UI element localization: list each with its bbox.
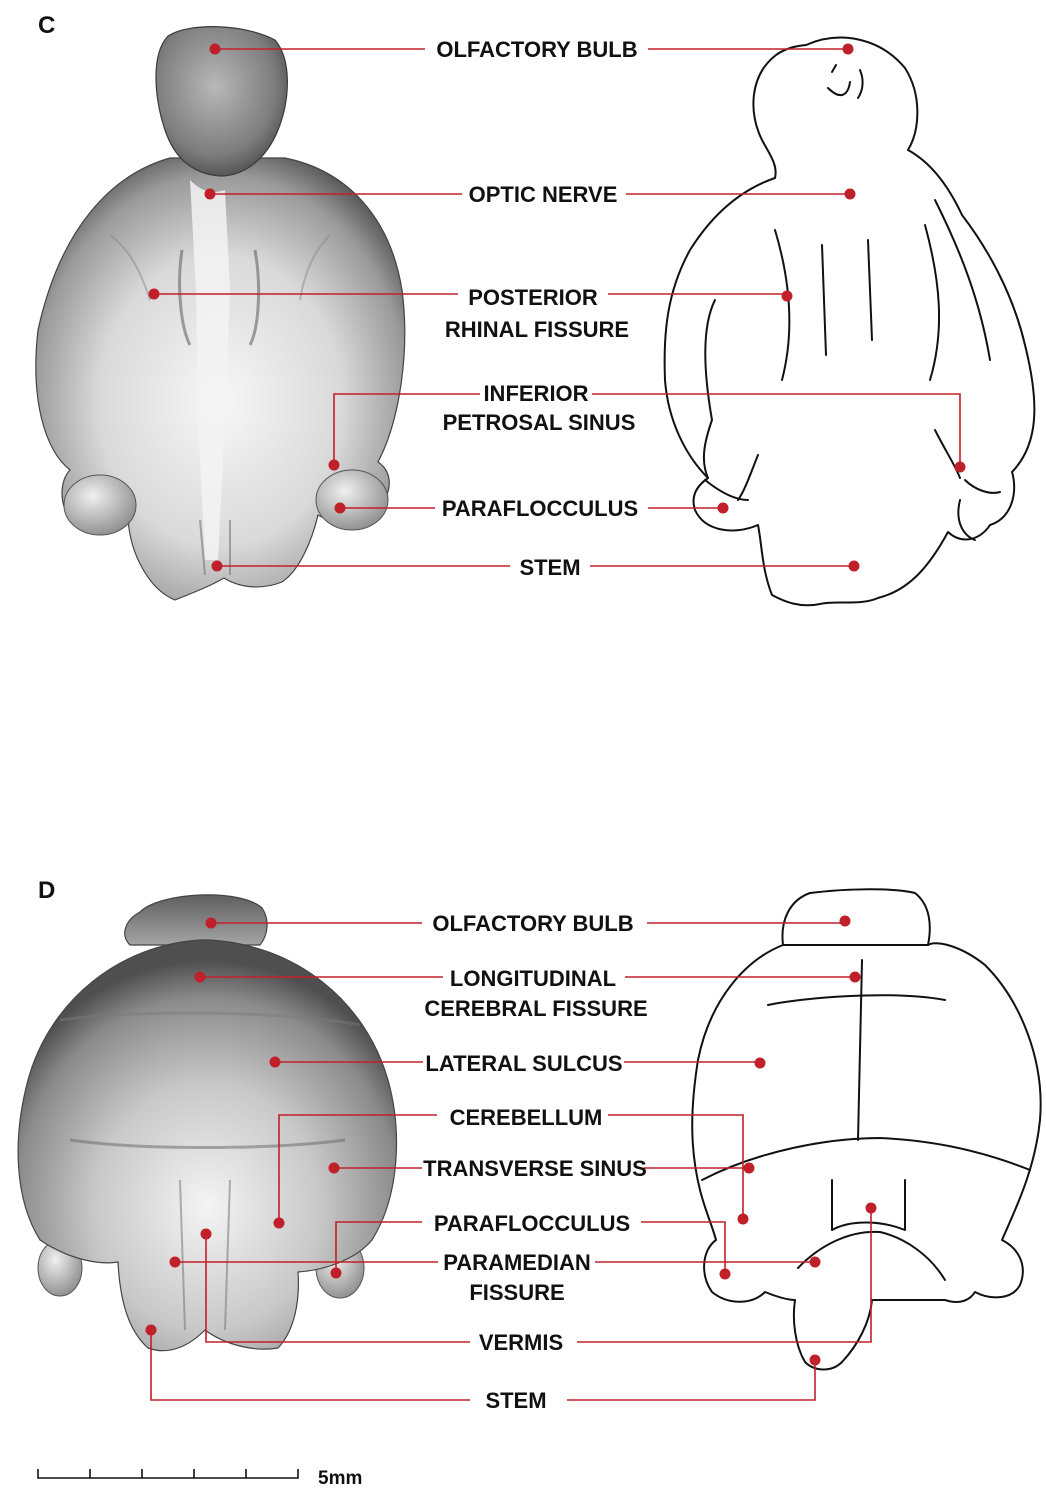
label-cerebellum: CEREBELLUM <box>450 1105 603 1130</box>
panel-c: C <box>36 12 1035 605</box>
panel-c-letter: C <box>38 12 55 39</box>
label-olfactory-bulb-d: OLFACTORY BULB <box>432 911 633 936</box>
label-paramedian-fissure-line1: PARAMEDIAN <box>443 1250 590 1275</box>
label-olfactory-bulb-c: OLFACTORY BULB <box>436 37 637 62</box>
label-longitudinal-cerebral-fissure-line2: CEREBRAL FISSURE <box>424 996 647 1021</box>
label-paramedian-fissure-line2: FISSURE <box>469 1280 564 1305</box>
label-posterior-rhinal-fissure-line1: POSTERIOR <box>468 285 598 310</box>
label-paraflocculus-d: PARAFLOCCULUS <box>434 1211 630 1236</box>
label-posterior-rhinal-fissure-line2: RHINAL FISSURE <box>445 317 629 342</box>
label-lateral-sulcus: LATERAL SULCUS <box>425 1051 622 1076</box>
label-inferior-petrosal-sinus-line1: INFERIOR <box>483 381 588 406</box>
panel-d-letter: D <box>38 877 55 904</box>
label-vermis: VERMIS <box>479 1330 563 1355</box>
label-paraflocculus-c: PARAFLOCCULUS <box>442 496 638 521</box>
label-longitudinal-cerebral-fissure-line1: LONGITUDINAL <box>450 966 616 991</box>
label-transverse-sinus: TRANSVERSE SINUS <box>423 1156 647 1181</box>
panel-d: D <box>18 877 1041 1413</box>
panel-c-rendered-brain <box>36 27 405 600</box>
label-stem-d: STEM <box>485 1388 546 1413</box>
scale-bar-label: 5mm <box>318 1468 362 1489</box>
scale-bar: 5mm <box>38 1468 362 1489</box>
label-inferior-petrosal-sinus-line2: PETROSAL SINUS <box>443 410 636 435</box>
panel-d-rendered-brain <box>18 895 396 1351</box>
label-optic-nerve-c: OPTIC NERVE <box>469 182 618 207</box>
panel-c-outline-drawing <box>665 38 1035 606</box>
panel-d-outline-drawing <box>692 889 1040 1369</box>
label-stem-c: STEM <box>519 555 580 580</box>
